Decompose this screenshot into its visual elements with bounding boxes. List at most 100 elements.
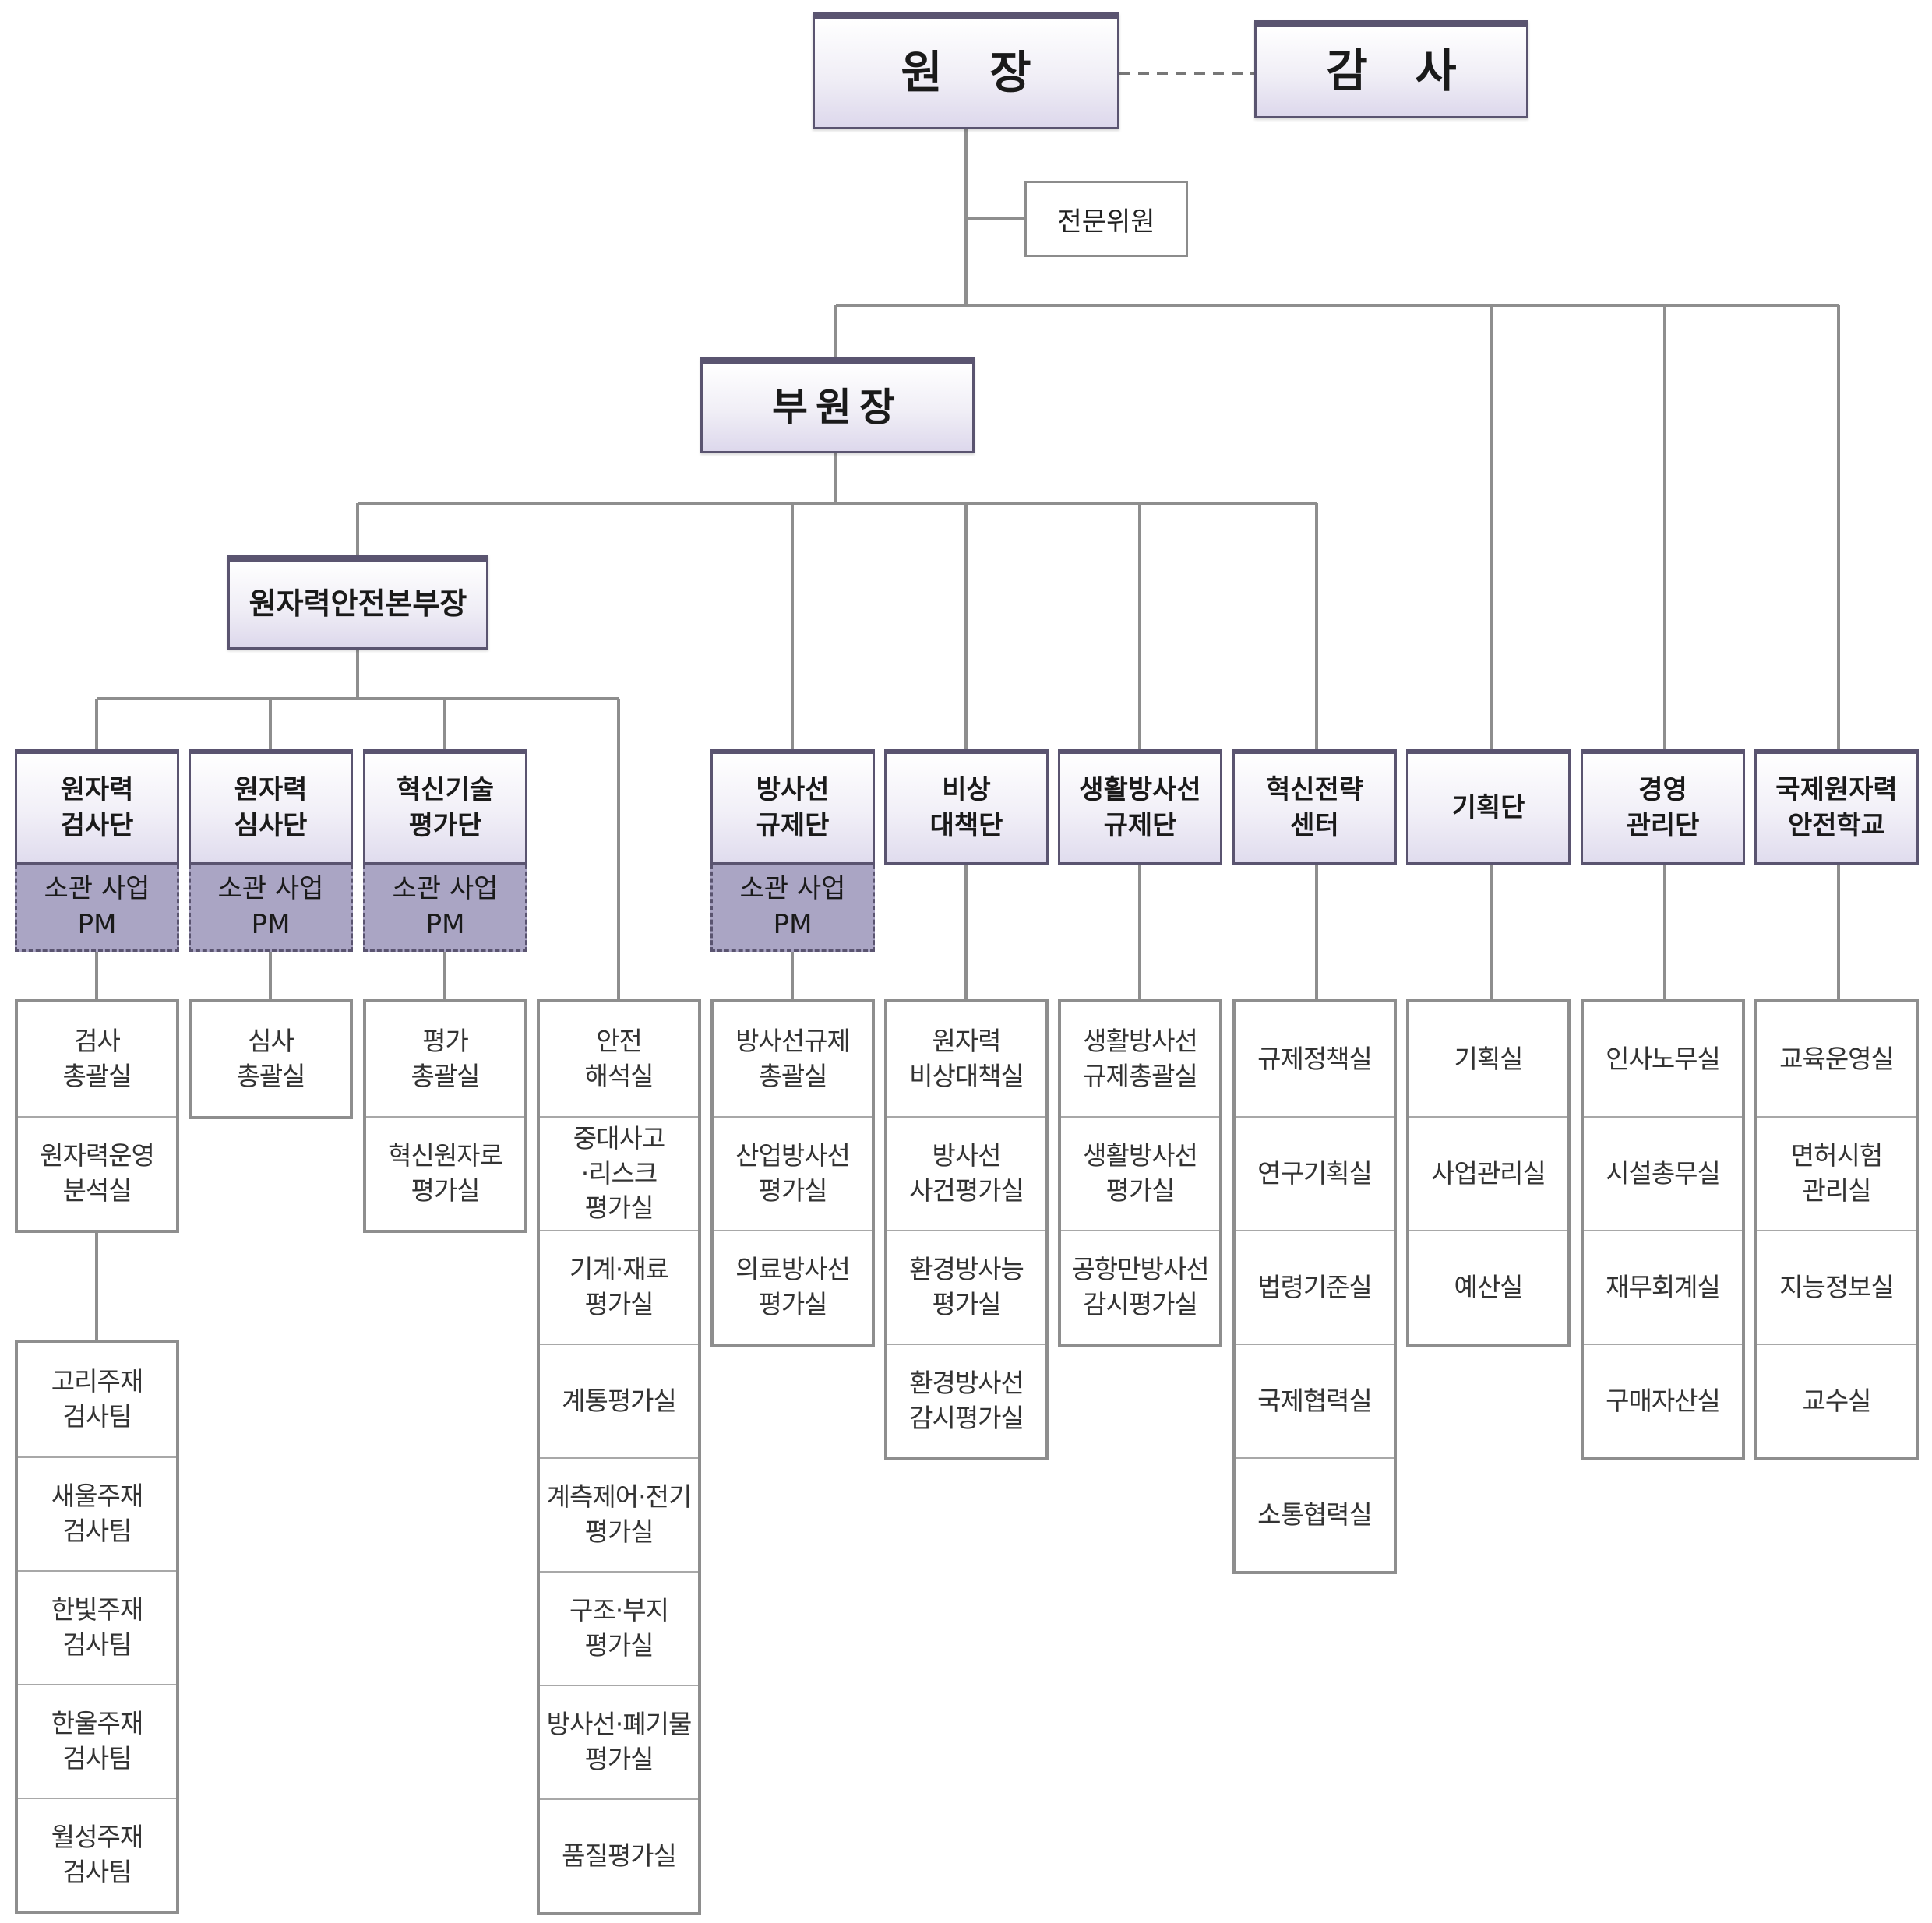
office-label: 연구기획실 — [1257, 1157, 1373, 1189]
unit-box: 방사선 규제단 — [710, 749, 875, 865]
unit-box: 기획단 — [1406, 749, 1571, 865]
unit-box: 비상 대책단 — [884, 749, 1049, 865]
office-cell: 방사선규제 총괄실 — [714, 1002, 872, 1116]
office-column: 심사 총괄실 — [189, 999, 353, 1119]
pm-label: 소관 사업 PM — [44, 872, 150, 940]
office-cell: 구조·부지 평가실 — [540, 1571, 698, 1685]
office-cell: 한울주재 검사팀 — [18, 1684, 176, 1798]
office-cell: 산업방사선 평가실 — [714, 1116, 872, 1230]
office-cell: 면허시험 관리실 — [1757, 1116, 1916, 1230]
unit-label: 원자력 검사단 — [60, 773, 134, 841]
office-label: 예산실 — [1454, 1271, 1523, 1302]
office-label: 원자력운영 분석실 — [40, 1140, 155, 1206]
office-label: 계통평가실 — [562, 1385, 677, 1416]
office-cell: 안전 해석실 — [540, 1002, 698, 1116]
office-cell: 재무회계실 — [1584, 1230, 1742, 1344]
office-cell: 검사 총괄실 — [18, 1002, 176, 1116]
office-label: 방사선 사건평가실 — [909, 1140, 1024, 1206]
unit-box: 혁신전략 센터 — [1232, 749, 1397, 865]
office-label: 검사 총괄실 — [62, 1026, 132, 1091]
unit-label: 비상 대책단 — [929, 773, 1003, 841]
unit-label: 혁신기술 평가단 — [396, 773, 495, 841]
office-label: 고리주재 검사팀 — [51, 1366, 143, 1432]
director-box: 원 장 — [813, 12, 1119, 129]
office-label: 월성주재 검사팀 — [51, 1822, 143, 1887]
advisor-box: 전문위원 — [1024, 181, 1188, 257]
office-cell: 공항만방사선 감시평가실 — [1061, 1230, 1219, 1344]
unit-label: 혁신전략 센터 — [1265, 773, 1364, 841]
office-label: 원자력 비상대책실 — [909, 1026, 1024, 1091]
office-label: 규제정책실 — [1257, 1043, 1373, 1074]
office-label: 공항만방사선 감시평가실 — [1071, 1254, 1209, 1319]
unit-label: 생활방사선 규제단 — [1079, 773, 1201, 841]
office-label: 혁신원자로 평가실 — [388, 1140, 503, 1206]
office-label: 재무회계실 — [1606, 1271, 1721, 1302]
unit-box: 원자력 검사단 — [15, 749, 179, 865]
office-cell: 계통평가실 — [540, 1344, 698, 1457]
office-cell: 환경방사선 감시평가실 — [887, 1344, 1045, 1457]
unit-box: 혁신기술 평가단 — [363, 749, 527, 865]
office-cell: 환경방사능 평가실 — [887, 1230, 1045, 1344]
office-label: 기획실 — [1454, 1043, 1523, 1074]
pm-box: 소관 사업 PM — [363, 865, 527, 952]
office-cell: 새울주재 검사팀 — [18, 1456, 176, 1570]
office-cell: 예산실 — [1409, 1230, 1567, 1344]
office-cell: 연구기획실 — [1236, 1116, 1394, 1230]
office-label: 의료방사선 평가실 — [735, 1254, 851, 1319]
office-cell: 기계·재료 평가실 — [540, 1230, 698, 1344]
nuclear-safety-hq-box: 원자력안전본부장 — [227, 555, 488, 650]
office-cell: 교육운영실 — [1757, 1002, 1916, 1116]
office-cell: 원자력운영 분석실 — [18, 1116, 176, 1230]
office-label: 중대사고 ·리스크 평가실 — [573, 1123, 665, 1224]
office-label: 면허시험 관리실 — [1790, 1140, 1883, 1206]
office-label: 한울주재 검사팀 — [51, 1708, 143, 1773]
unit-label: 국제원자력 안전학교 — [1775, 773, 1898, 841]
office-cell: 인사노무실 — [1584, 1002, 1742, 1116]
office-cell: 사업관리실 — [1409, 1116, 1567, 1230]
office-label: 계측제어·전기 평가실 — [546, 1481, 693, 1547]
office-cell: 시설총무실 — [1584, 1116, 1742, 1230]
office-label: 구매자산실 — [1606, 1385, 1721, 1416]
office-label: 방사선·폐기물 평가실 — [546, 1709, 693, 1774]
office-cell: 월성주재 검사팀 — [18, 1798, 176, 1911]
office-label: 소통협력실 — [1257, 1499, 1373, 1530]
advisor-label: 전문위원 — [1057, 206, 1155, 238]
unit-label: 경영 관리단 — [1626, 773, 1700, 841]
unit-box: 국제원자력 안전학교 — [1754, 749, 1919, 865]
office-label: 환경방사능 평가실 — [909, 1254, 1024, 1319]
office-label: 지능정보실 — [1779, 1271, 1895, 1302]
office-cell: 기획실 — [1409, 1002, 1567, 1116]
pm-box: 소관 사업 PM — [189, 865, 353, 952]
office-label: 환경방사선 감시평가실 — [909, 1368, 1024, 1433]
office-cell: 구매자산실 — [1584, 1344, 1742, 1457]
office-cell: 고리주재 검사팀 — [18, 1343, 176, 1456]
vice-director-box: 부원장 — [700, 357, 975, 453]
office-cell: 중대사고 ·리스크 평가실 — [540, 1116, 698, 1230]
office-cell: 의료방사선 평가실 — [714, 1230, 872, 1344]
hq-label: 원자력안전본부장 — [249, 586, 467, 622]
office-cell: 평가 총괄실 — [366, 1002, 524, 1116]
office-cell: 방사선·폐기물 평가실 — [540, 1685, 698, 1798]
office-label: 교육운영실 — [1779, 1043, 1895, 1074]
office-label: 산업방사선 평가실 — [735, 1140, 851, 1206]
office-cell: 규제정책실 — [1236, 1002, 1394, 1116]
pm-label: 소관 사업 PM — [739, 872, 846, 940]
unit-box: 원자력 심사단 — [189, 749, 353, 865]
unit-box: 생활방사선 규제단 — [1058, 749, 1222, 865]
office-cell: 심사 총괄실 — [192, 1002, 350, 1116]
pm-box: 소관 사업 PM — [15, 865, 179, 952]
unit-box: 경영 관리단 — [1581, 749, 1745, 865]
office-cell: 지능정보실 — [1757, 1230, 1916, 1344]
office-cell: 한빛주재 검사팀 — [18, 1570, 176, 1684]
office-label: 평가 총괄실 — [411, 1026, 480, 1091]
